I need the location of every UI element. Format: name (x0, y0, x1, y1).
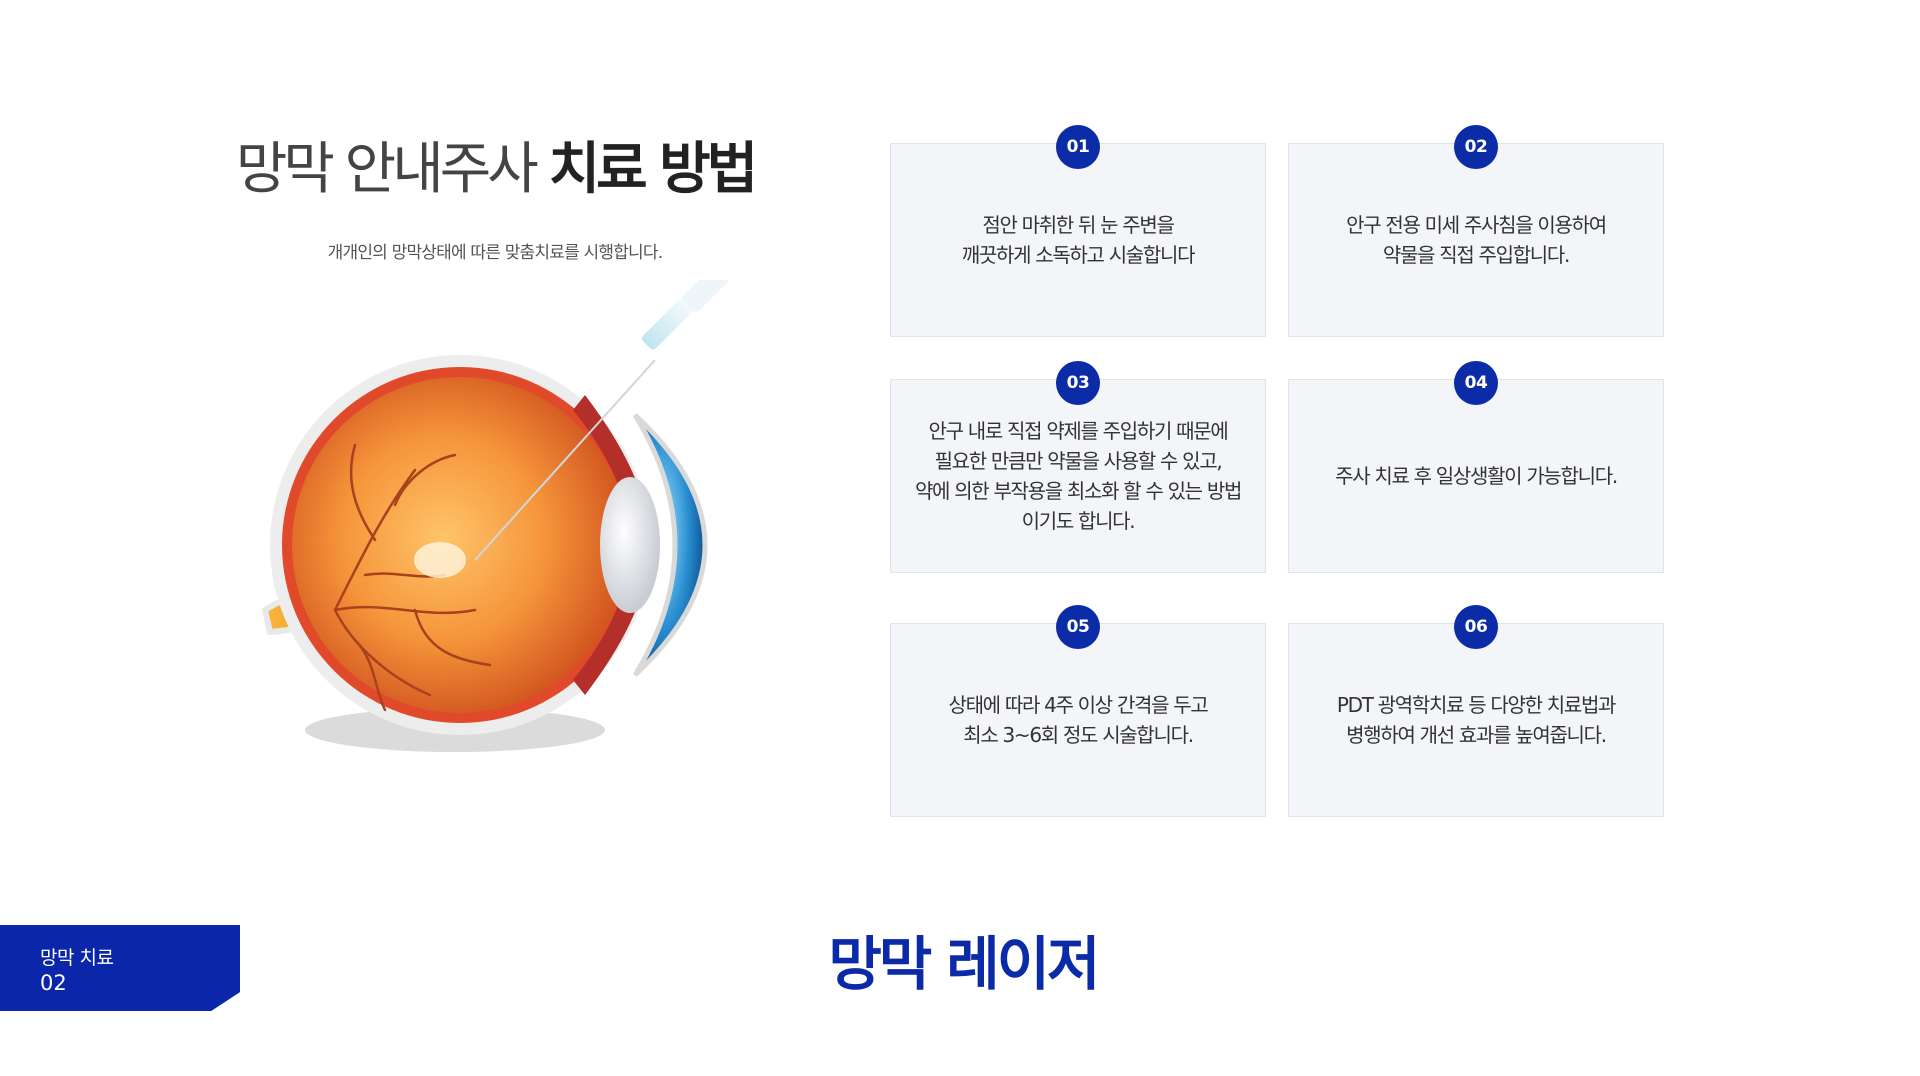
page-title-light: 망막 안내주사 (235, 137, 539, 202)
page-title: 망막 안내주사 치료 방법 (200, 130, 790, 210)
step-number-badge: 01 (1056, 125, 1100, 169)
step-number-badge: 03 (1056, 361, 1100, 405)
step-text: 안구 내로 직접 약제를 주입하기 때문에 필요한 만큼만 약물을 사용할 수 … (914, 419, 1242, 533)
step-card: 안구 전용 미세 주사침을 이용하여 약물을 직접 주입합니다. (1288, 143, 1664, 337)
section-tag-number: 02 (40, 971, 67, 995)
step-card: 상태에 따라 4주 이상 간격을 두고 최소 3~6회 정도 시술합니다. (890, 623, 1266, 817)
step-text: PDT 광역학치료 등 다양한 치료법과 병행하여 개선 효과를 높여줍니다. (1336, 693, 1617, 747)
step-text: 점안 마취한 뒤 눈 주변을 깨끗하게 소독하고 시술합니다 (961, 213, 1196, 267)
step-number-badge: 02 (1454, 125, 1498, 169)
step-number-badge: 04 (1454, 361, 1498, 405)
step-text: 상태에 따라 4주 이상 간격을 두고 최소 3~6회 정도 시술합니다. (948, 693, 1208, 747)
section-tag[interactable]: 망막 치료 02 (0, 925, 240, 1011)
step-card: 주사 치료 후 일상생활이 가능합니다. (1288, 379, 1664, 573)
step-card: 점안 마취한 뒤 눈 주변을 깨끗하게 소독하고 시술합니다 (890, 143, 1266, 337)
step-card: PDT 광역학치료 등 다양한 치료법과 병행하여 개선 효과를 높여줍니다. (1288, 623, 1664, 817)
eye-injection-illustration (261, 280, 736, 752)
page-subtitle: 개개인의 망막상태에 따른 맞춤치료를 시행합니다. (327, 243, 663, 263)
step-number-badge: 05 (1056, 605, 1100, 649)
next-section-title[interactable]: 망막 레이저 (828, 930, 1101, 998)
step-number-badge: 06 (1454, 605, 1498, 649)
step-text: 주사 치료 후 일상생활이 가능합니다. (1335, 464, 1618, 488)
page-title-bold: 치료 방법 (548, 137, 759, 202)
step-card: 안구 내로 직접 약제를 주입하기 때문에 필요한 만큼만 약물을 사용할 수 … (890, 379, 1266, 573)
section-tag-label: 망막 치료 (40, 947, 114, 969)
step-text: 안구 전용 미세 주사침을 이용하여 약물을 직접 주입합니다. (1346, 213, 1607, 267)
